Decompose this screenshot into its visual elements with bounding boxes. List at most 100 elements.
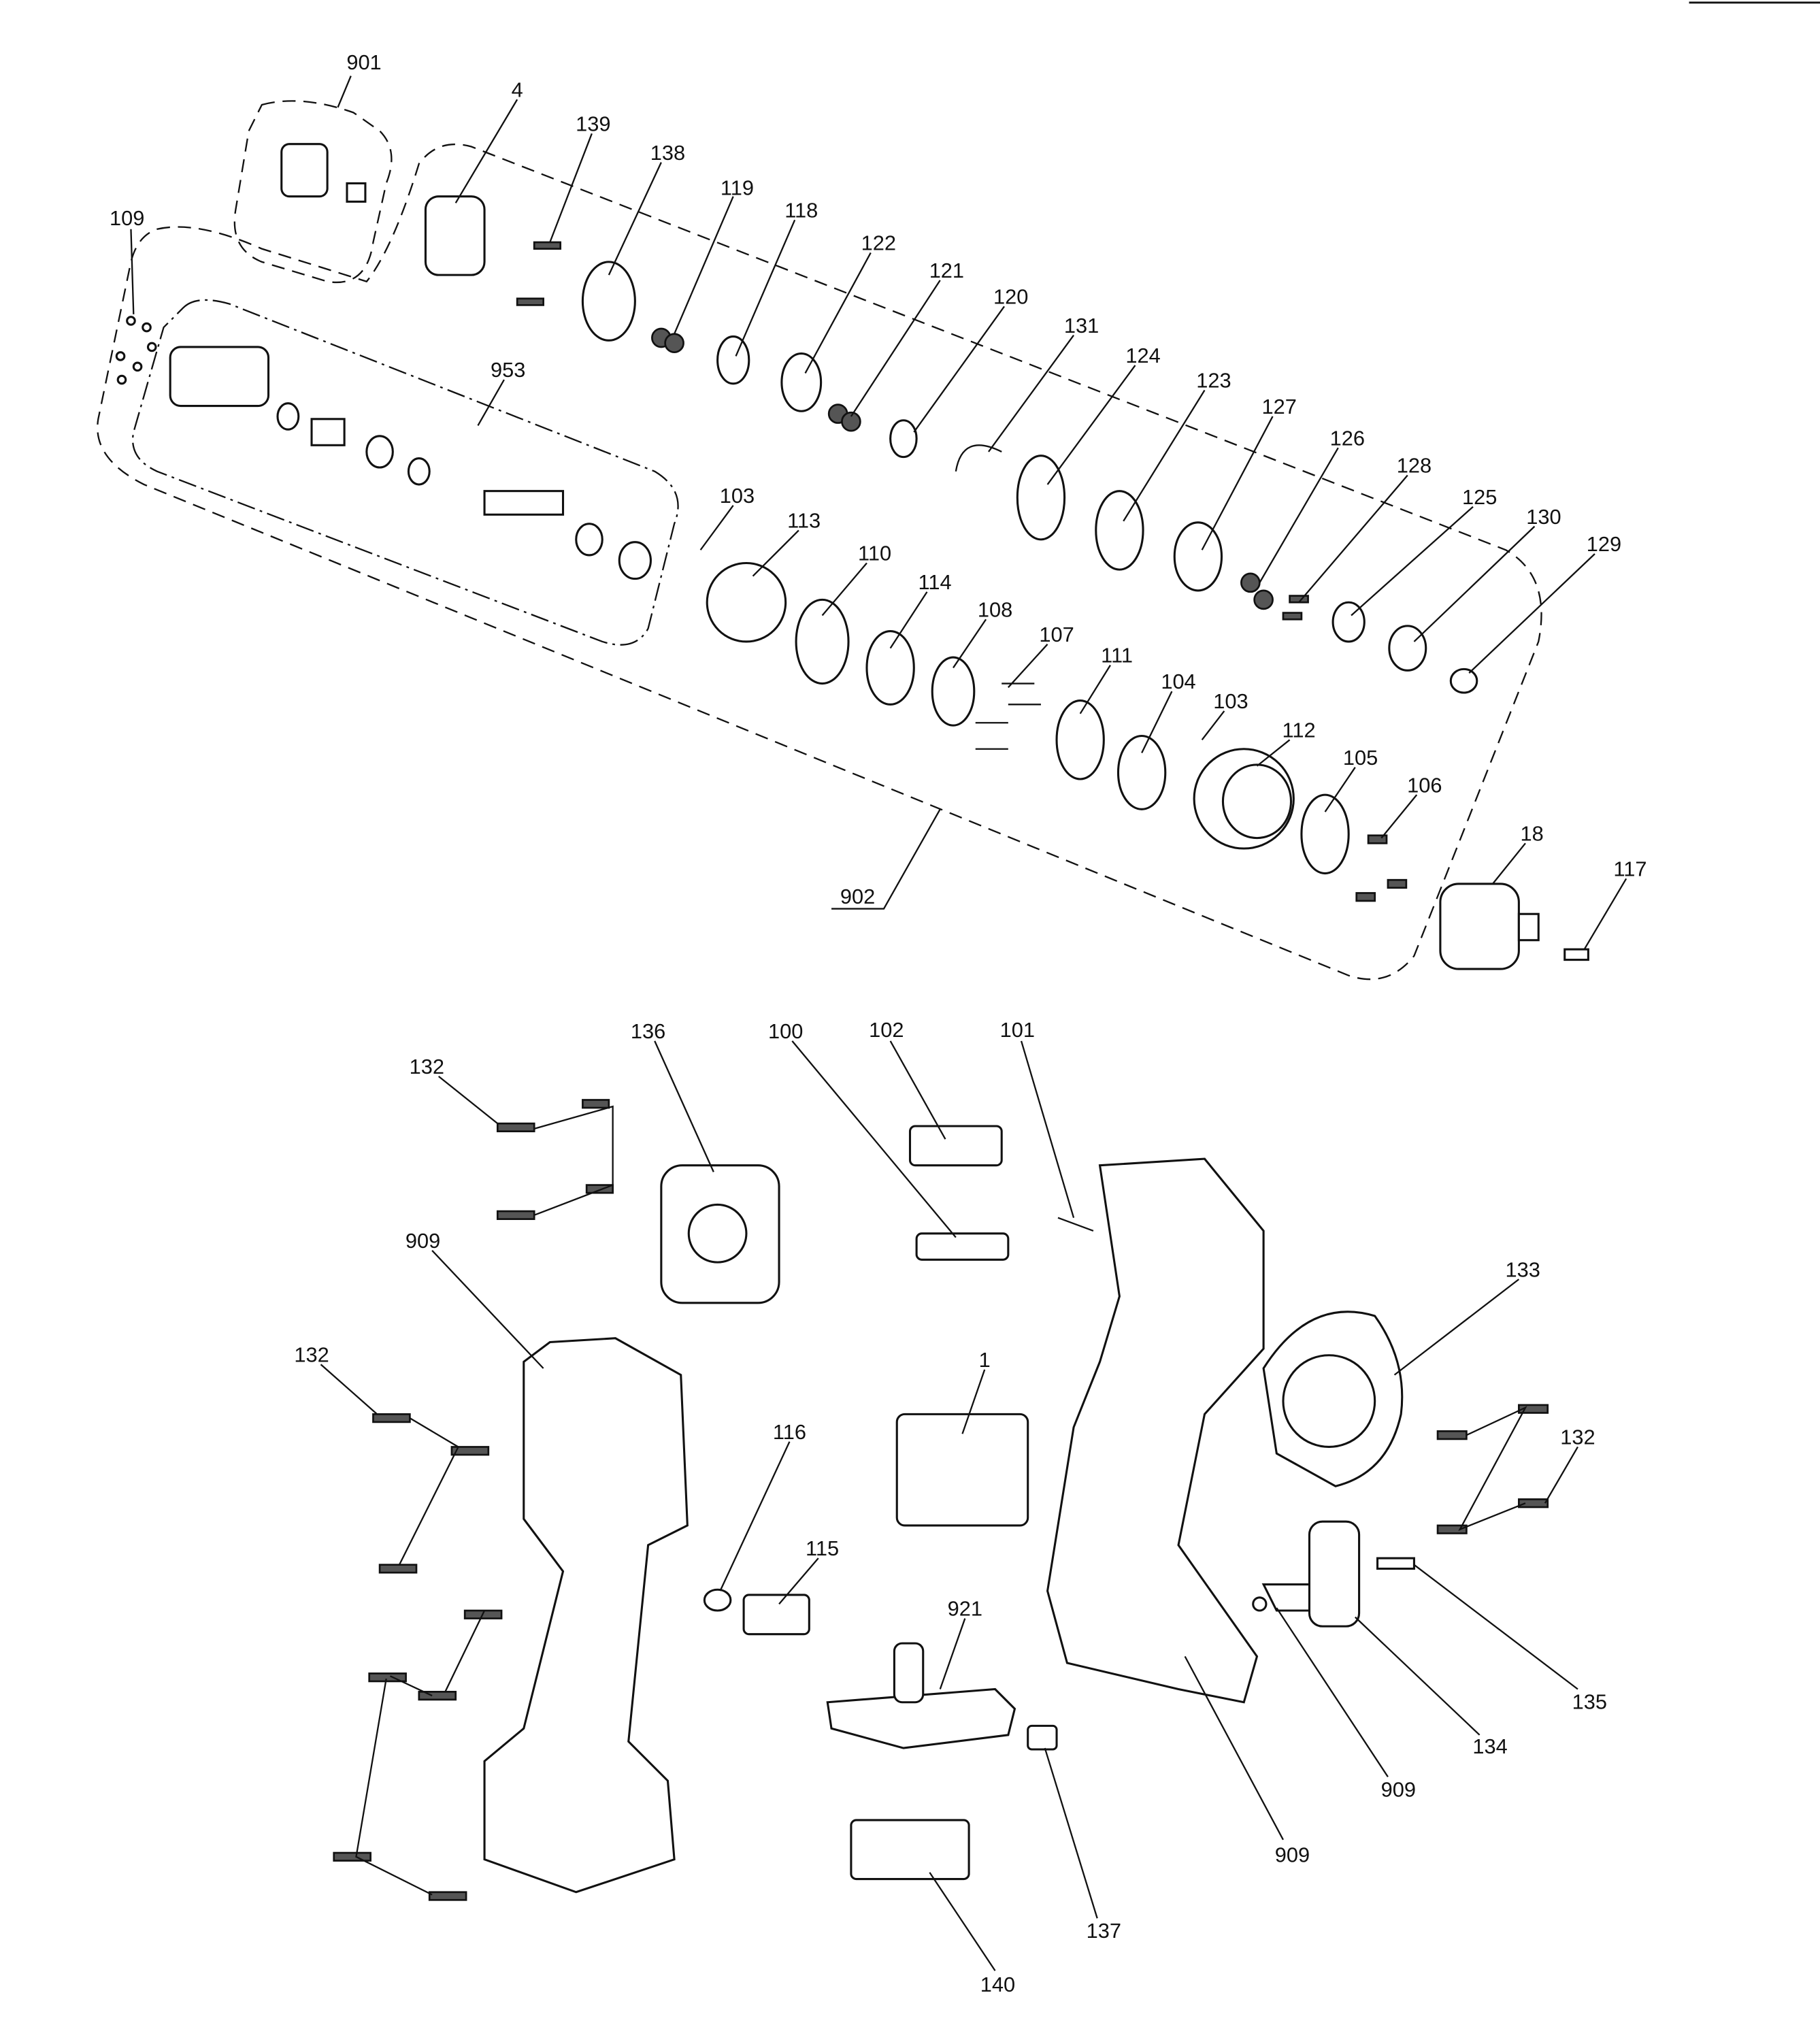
callout-100: 100: [768, 1019, 803, 1043]
spring-part-101: [1057, 1217, 1094, 1232]
callout-119: 119: [721, 176, 754, 200]
callout-128: 128: [1397, 454, 1432, 478]
callout-103b: 103: [1213, 689, 1248, 713]
callout-109: 109: [110, 206, 144, 230]
callout-140: 140: [980, 1973, 1015, 1996]
plate-part-105: [1300, 793, 1350, 875]
ring-gear-part-138: [581, 261, 636, 342]
screws-part-132: [333, 1099, 1549, 1901]
screws-part-106: [1355, 834, 1408, 902]
callout-116: 116: [773, 1420, 806, 1444]
callout-117: 117: [1613, 857, 1647, 880]
plate-part-123: [1095, 490, 1144, 571]
plate-part-124: [1016, 455, 1066, 541]
callout-105: 105: [1343, 746, 1378, 770]
callout-137: 137: [1087, 1919, 1121, 1943]
ring-part-122: [780, 352, 823, 412]
callout-132-a: 132: [410, 1055, 444, 1078]
callout-132-c: 132: [1560, 1425, 1595, 1449]
armature-part-901: [280, 143, 367, 203]
callout-126: 126: [1330, 426, 1365, 450]
callout-18: 18: [1520, 821, 1543, 845]
chuck-part-18: [1439, 883, 1540, 970]
screw-part-135: [1376, 1557, 1415, 1570]
ring-part-130: [1388, 625, 1427, 672]
callout-138: 138: [650, 141, 685, 165]
group-901-outline: [233, 100, 393, 284]
screw-part-117: [1563, 948, 1589, 961]
collar-part-112: [1193, 748, 1295, 850]
holder-part-115: [742, 1594, 810, 1636]
callout-130: 130: [1526, 505, 1561, 529]
callout-121: 121: [929, 259, 964, 282]
motor-plate-part-136: [660, 1164, 780, 1304]
ring-part-111: [1055, 699, 1105, 780]
ring-part-133: [1262, 1311, 1404, 1487]
gear-housing-part-4: [424, 195, 486, 276]
callout-118: 118: [784, 198, 818, 222]
callout-123: 123: [1196, 369, 1231, 393]
callout-125: 125: [1462, 485, 1497, 509]
callout-114: 114: [919, 570, 952, 594]
clutch-housing-part-953: [169, 346, 652, 580]
ring-part-114: [865, 630, 915, 706]
carrier-part-120: [889, 419, 918, 459]
callout-953: 953: [491, 358, 525, 382]
group-902-outline: [97, 143, 1542, 980]
spring-clip-part-131: [955, 444, 1002, 472]
ring-part-110: [795, 598, 850, 685]
callout-139: 139: [576, 112, 610, 135]
cover-part-134: [1261, 1520, 1361, 1628]
planet-gears-part-119: [651, 327, 684, 354]
callout-909-c: 909: [1275, 1843, 1310, 1867]
spring-part-108: [931, 656, 976, 727]
callout-129: 129: [1587, 532, 1621, 556]
ring-gear-part-127: [1173, 521, 1223, 592]
callout-110: 110: [858, 542, 891, 565]
switch-part-1: [895, 1413, 1029, 1527]
callout-902: 902: [840, 885, 875, 908]
callout-115: 115: [806, 1536, 839, 1560]
base-part-921: [826, 1642, 1016, 1749]
housing-right-part-909: [1046, 1157, 1265, 1704]
part-137: [1027, 1724, 1058, 1751]
housing-left-part-909: [483, 1337, 689, 1894]
callout-133: 133: [1505, 1257, 1540, 1281]
callout-122: 122: [861, 231, 896, 255]
sleeve-part-113: [706, 561, 787, 643]
washer-part-104: [1116, 734, 1167, 810]
callout-135: 135: [1572, 1689, 1607, 1713]
callout-124: 124: [1125, 344, 1160, 367]
callout-104: 104: [1161, 670, 1195, 693]
nut-part-116: [703, 1588, 732, 1612]
washer-part-129: [1449, 667, 1478, 694]
carrier-part-125: [1331, 601, 1366, 643]
gear-part-118: [716, 335, 750, 385]
callout-102: 102: [869, 1018, 904, 1042]
pins-part-139: [516, 241, 562, 306]
callout-103: 103: [720, 484, 755, 508]
switch-part-102: [908, 1125, 1003, 1167]
callout-107: 107: [1039, 623, 1074, 646]
callout-106: 106: [1407, 773, 1442, 797]
lever-part-100: [915, 1232, 1010, 1261]
callout-901: 901: [346, 50, 381, 74]
callout-909-a: 909: [406, 1229, 440, 1253]
callout-127: 127: [1262, 395, 1297, 418]
callout-134: 134: [1472, 1734, 1507, 1758]
callout-labels: 901 4 139 138 119 118 122 121 120 131 12…: [110, 50, 1647, 1996]
callout-1: 1: [979, 1348, 991, 1372]
callout-921: 921: [948, 1597, 982, 1621]
callout-111: 111: [1101, 644, 1133, 667]
leader-lines: [130, 76, 1627, 1971]
callout-101: 101: [1000, 1018, 1035, 1042]
planet-gears-part-121: [827, 403, 861, 432]
pins-part-128: [1282, 595, 1309, 621]
callout-909-b: 909: [1381, 1777, 1416, 1801]
callout-4: 4: [512, 78, 523, 101]
group-953-outline: [132, 299, 679, 646]
callout-132-b: 132: [294, 1342, 329, 1366]
callout-108: 108: [978, 597, 1012, 621]
balls-part-109: [115, 316, 157, 385]
